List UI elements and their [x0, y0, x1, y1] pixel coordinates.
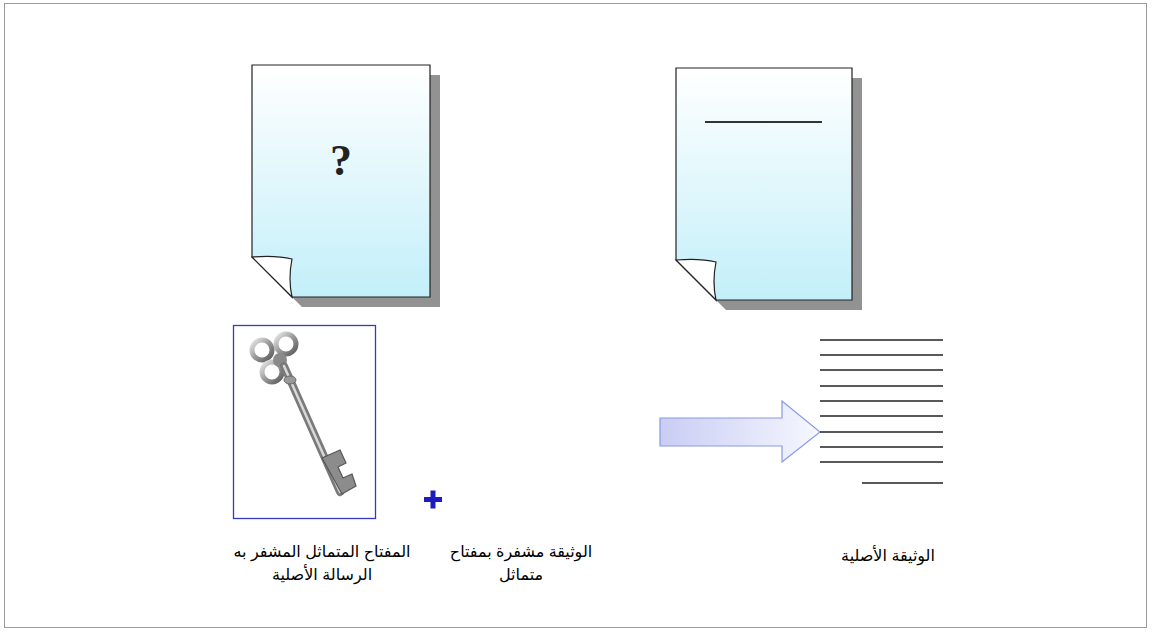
result-arrow	[660, 401, 820, 462]
key-frame	[234, 326, 376, 519]
document-line	[705, 121, 822, 123]
question-mark: ?	[252, 135, 430, 186]
frame-border	[5, 4, 1147, 628]
original-document	[676, 68, 852, 300]
document-body	[252, 65, 430, 297]
caption-label: الوثيقة الأصلية	[808, 544, 968, 567]
encrypted-document: ?	[252, 65, 430, 297]
text-lines	[820, 340, 943, 483]
caption-label: المفتاح المتماثل المشفر به الرسالة الأصل…	[222, 540, 422, 586]
plus-symbol	[424, 491, 442, 509]
key-symbol	[252, 334, 356, 494]
document-fold	[252, 256, 292, 297]
caption-label: الوثيقة مشفرة بمفتاح متماثل	[436, 540, 606, 586]
document-fold	[676, 259, 716, 300]
